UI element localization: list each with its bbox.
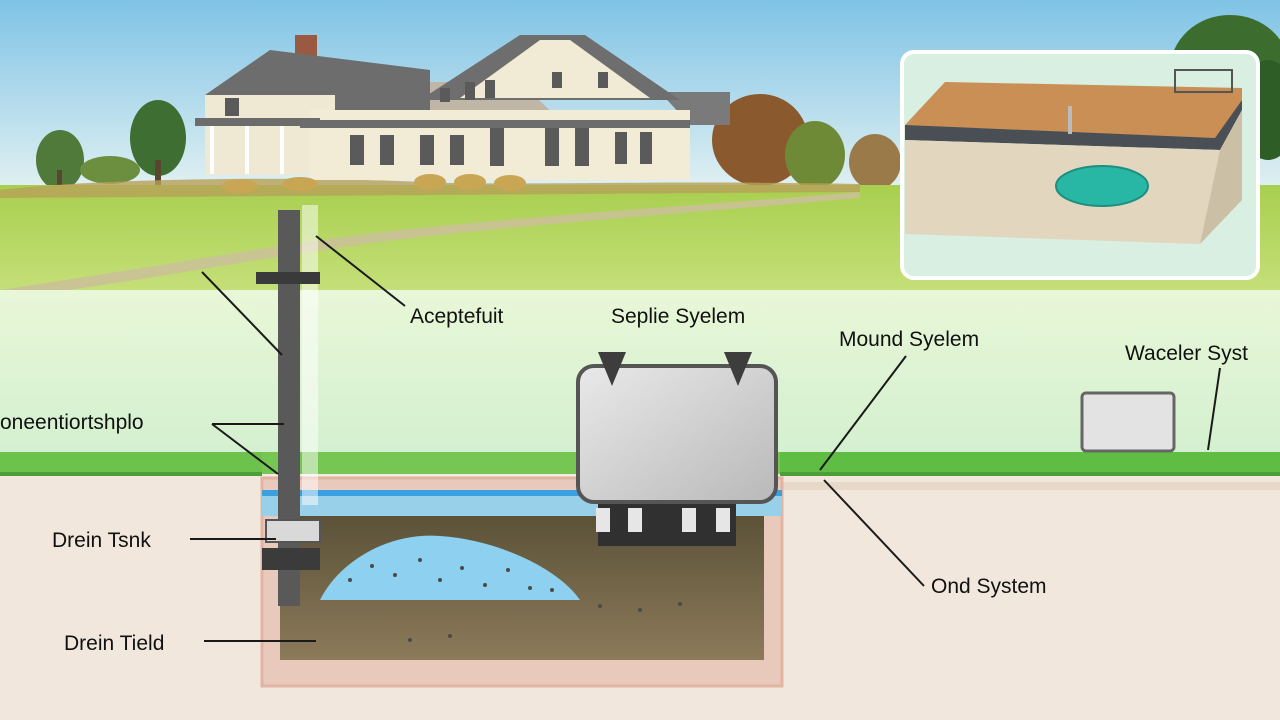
drain-gravel-mound — [320, 535, 580, 600]
label-ond-system: Ond System — [931, 575, 1047, 598]
gravel-specks — [348, 558, 682, 642]
label-aceptefuit: Aceptefuit — [410, 305, 504, 328]
vent-pipe — [256, 205, 321, 606]
farmhouse — [195, 35, 730, 180]
septic-tank — [576, 352, 778, 546]
label-conventional: oneentiortshplo — [0, 411, 144, 434]
inset-view — [900, 50, 1260, 280]
distribution-box — [1080, 391, 1176, 453]
flower-bed — [222, 174, 526, 193]
callout-lines — [190, 235, 1221, 642]
label-septic-system: Seplie Syelem — [611, 305, 746, 328]
label-drein-field: Drein Tield — [64, 632, 165, 655]
label-mound-system: Mound Syelem — [839, 328, 980, 351]
water-surface — [262, 490, 782, 496]
label-waterer-system: Waceler Syst — [1125, 342, 1248, 365]
label-drein-tank: Drein Tsnk — [52, 529, 151, 552]
soil-texture — [780, 482, 1280, 490]
garden-path — [0, 192, 860, 300]
